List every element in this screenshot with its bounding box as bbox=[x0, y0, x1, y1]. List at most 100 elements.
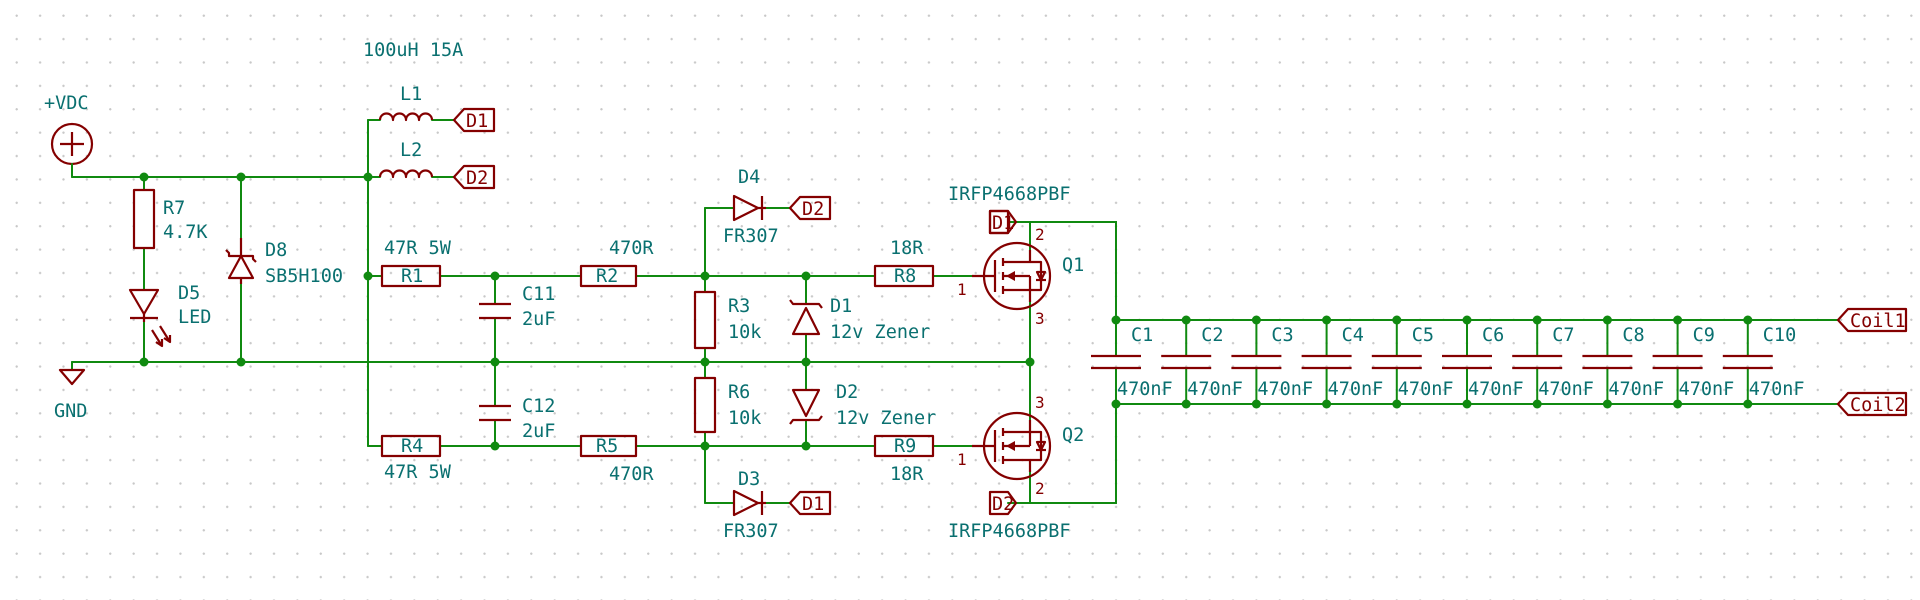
svg-text:R9: R9 bbox=[894, 436, 916, 457]
capacitor-value: 470nF bbox=[1538, 379, 1594, 400]
svg-text:12v Zener: 12v Zener bbox=[836, 408, 936, 429]
svg-text:IRFP4668PBF: IRFP4668PBF bbox=[948, 521, 1071, 542]
vdc-label: +VDC bbox=[44, 93, 89, 114]
capacitor-c8: C8 470nF bbox=[1582, 319, 1664, 405]
capacitor-value: 470nF bbox=[1608, 379, 1664, 400]
inductor-spec: 100uH 15A bbox=[363, 40, 463, 61]
gnd-symbol: GND bbox=[54, 368, 87, 422]
capacitor-ref: C9 bbox=[1693, 325, 1715, 346]
svg-text:D2: D2 bbox=[836, 382, 858, 403]
capacitor-value: 470nF bbox=[1749, 379, 1805, 400]
svg-text:IRFP4668PBF: IRFP4668PBF bbox=[948, 184, 1071, 205]
zener-diode-d2: D2 12v Zener bbox=[789, 382, 936, 429]
l2-ref: L2 bbox=[400, 140, 422, 161]
svg-text:D2: D2 bbox=[802, 199, 824, 220]
capacitor-ref: C2 bbox=[1201, 325, 1223, 346]
capacitor-ref: C10 bbox=[1763, 325, 1796, 346]
net-label-l1-d1: D1 bbox=[452, 107, 496, 133]
capacitor-ref: C3 bbox=[1271, 325, 1293, 346]
net-label-coil1: Coil1 bbox=[1836, 307, 1908, 333]
svg-text:10k: 10k bbox=[728, 322, 761, 343]
capacitor-c6: C6 470nF bbox=[1442, 319, 1524, 405]
net-label-d3-d1: D1 bbox=[788, 490, 832, 516]
mosfet-q1: 1 2 3 Q1 IRFP4668PBF bbox=[948, 184, 1084, 328]
capacitor-c7: C7 470nF bbox=[1512, 319, 1594, 405]
svg-text:D2: D2 bbox=[466, 168, 488, 189]
svg-text:18R: 18R bbox=[890, 464, 924, 485]
capacitor-ref: C8 bbox=[1622, 325, 1644, 346]
svg-text:D1: D1 bbox=[466, 111, 488, 132]
svg-text:2: 2 bbox=[1035, 225, 1045, 244]
svg-text:2uF: 2uF bbox=[522, 421, 555, 442]
capacitor-c12: C12 2uF bbox=[479, 396, 555, 442]
svg-text:R5: R5 bbox=[596, 436, 618, 457]
capacitor-ref: C1 bbox=[1131, 325, 1153, 346]
resistor-r1: R1 47R 5W bbox=[380, 238, 452, 288]
gnd-label: GND bbox=[54, 401, 87, 422]
mosfet-q2: 1 3 2 Q2 IRFP4668PBF bbox=[948, 393, 1084, 542]
wires bbox=[71, 119, 1839, 504]
svg-text:D4: D4 bbox=[738, 167, 760, 188]
svg-text:SB5H100: SB5H100 bbox=[265, 266, 343, 287]
svg-text:FR307: FR307 bbox=[723, 226, 779, 247]
svg-text:47R 5W: 47R 5W bbox=[384, 462, 452, 483]
capacitor-value: 470nF bbox=[1328, 379, 1384, 400]
net-label-q2-d2: D2 bbox=[988, 490, 1018, 516]
svg-text:Coil2: Coil2 bbox=[1850, 395, 1906, 416]
svg-text:R1: R1 bbox=[401, 266, 423, 287]
svg-text:Coil1: Coil1 bbox=[1850, 311, 1906, 332]
capacitor-ref: C6 bbox=[1482, 325, 1504, 346]
capacitor-ref: C7 bbox=[1552, 325, 1574, 346]
svg-text:47R 5W: 47R 5W bbox=[384, 238, 452, 259]
svg-text:1: 1 bbox=[957, 280, 967, 299]
svg-text:D3: D3 bbox=[738, 469, 760, 490]
net-label-q1-d1: D1 bbox=[988, 209, 1018, 235]
diode-d4: D4 FR307 bbox=[723, 167, 779, 247]
svg-text:2: 2 bbox=[1035, 479, 1045, 498]
zener-diode-d1: D1 12v Zener bbox=[789, 296, 930, 343]
svg-text:2uF: 2uF bbox=[522, 309, 555, 330]
resistor-r3: R3 10k bbox=[693, 290, 761, 350]
capacitor-value: 470nF bbox=[1468, 379, 1524, 400]
svg-text:Q2: Q2 bbox=[1062, 425, 1084, 446]
led-d5: D5 LED bbox=[128, 283, 211, 348]
svg-text:1: 1 bbox=[957, 450, 967, 469]
svg-text:470R: 470R bbox=[609, 238, 654, 259]
svg-text:10k: 10k bbox=[728, 408, 761, 429]
resistor-r5: R5 470R bbox=[579, 434, 654, 485]
diode-d3: D3 FR307 bbox=[723, 469, 779, 542]
net-label-coil2: Coil2 bbox=[1836, 391, 1908, 417]
capacitor-c10: C10 470nF bbox=[1722, 319, 1805, 405]
svg-text:Q1: Q1 bbox=[1062, 255, 1084, 276]
svg-text:3: 3 bbox=[1035, 309, 1045, 328]
resistor-r7: R7 4.7K bbox=[132, 188, 208, 250]
vdc-symbol: +VDC bbox=[44, 93, 94, 178]
junctions bbox=[139, 172, 1035, 451]
svg-text:3: 3 bbox=[1035, 393, 1045, 412]
inductor-l1: L1 bbox=[378, 84, 434, 122]
inductor-l2: L2 bbox=[378, 140, 434, 179]
net-label-d4-d2: D2 bbox=[788, 195, 832, 221]
capacitor-c11: C11 2uF bbox=[479, 284, 555, 330]
net-label-l2-d2: D2 bbox=[452, 164, 496, 190]
svg-text:D2: D2 bbox=[992, 494, 1014, 515]
svg-text:R2: R2 bbox=[596, 266, 618, 287]
svg-text:R6: R6 bbox=[728, 382, 750, 403]
svg-text:D1: D1 bbox=[992, 213, 1014, 234]
svg-text:C12: C12 bbox=[522, 396, 555, 417]
svg-text:D8: D8 bbox=[265, 240, 287, 261]
svg-text:FR307: FR307 bbox=[723, 521, 779, 542]
capacitor-value: 470nF bbox=[1187, 379, 1243, 400]
l1-ref: L1 bbox=[400, 84, 422, 105]
svg-text:D5: D5 bbox=[178, 283, 200, 304]
capacitor-ref: C4 bbox=[1342, 325, 1364, 346]
schottky-diode-d8: D8 SB5H100 bbox=[225, 238, 343, 287]
capacitor-value: 470nF bbox=[1117, 379, 1173, 400]
svg-text:12v Zener: 12v Zener bbox=[830, 322, 930, 343]
svg-text:R8: R8 bbox=[894, 266, 916, 287]
svg-text:470R: 470R bbox=[609, 464, 654, 485]
resistor-r6: R6 10k bbox=[693, 376, 761, 434]
